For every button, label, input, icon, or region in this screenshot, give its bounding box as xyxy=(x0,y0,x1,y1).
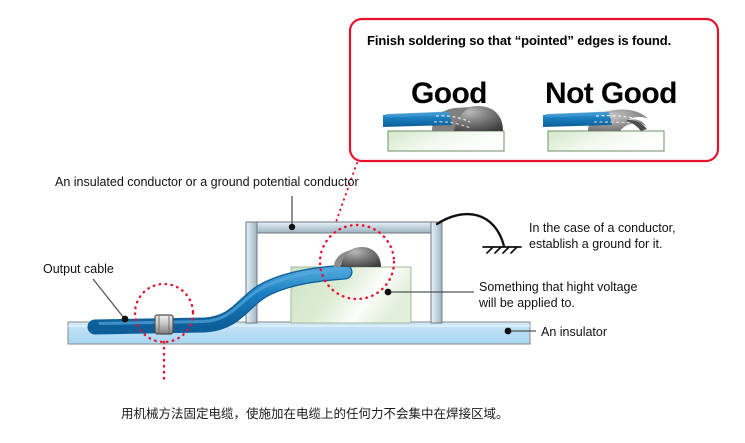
output-cable xyxy=(87,264,353,335)
leader-high-voltage xyxy=(384,288,474,296)
solder-joint-main xyxy=(334,247,381,267)
label-high-voltage-line1: Something that hight voltage xyxy=(479,280,638,294)
label-ground-line2: establish a ground for it. xyxy=(529,237,663,251)
callout-connector-line xyxy=(331,162,358,234)
cable-clamp xyxy=(154,314,174,335)
ground-wire xyxy=(435,213,506,248)
caption-chinese: 用机械方法固定电缆，使施加在电缆上的任何力不会集中在焊接区域。 xyxy=(121,406,509,421)
label-insulated-conductor: An insulated conductor or a ground poten… xyxy=(55,175,359,189)
not-good-example-illustration xyxy=(543,109,665,152)
callout-heading: Finish soldering so that “pointed” edges… xyxy=(367,33,672,48)
leader-insulator xyxy=(504,327,536,335)
enclosure-bracket xyxy=(245,221,443,324)
leader-output-cable xyxy=(92,278,129,323)
ground-symbol-icon xyxy=(482,246,522,254)
label-high-voltage-line2: will be applied to. xyxy=(479,296,575,310)
label-insulator: An insulator xyxy=(541,325,608,339)
clamp-highlight-circle xyxy=(133,282,195,384)
verdict-good: Good xyxy=(411,77,488,110)
label-ground-line1: In the case of a conductor, xyxy=(529,221,676,235)
label-output-cable: Output cable xyxy=(43,262,114,276)
leader-conductor xyxy=(288,196,296,231)
verdict-not-good: Not Good xyxy=(545,77,677,110)
good-example-illustration xyxy=(383,106,505,152)
solder-highlight-circle xyxy=(318,223,396,301)
